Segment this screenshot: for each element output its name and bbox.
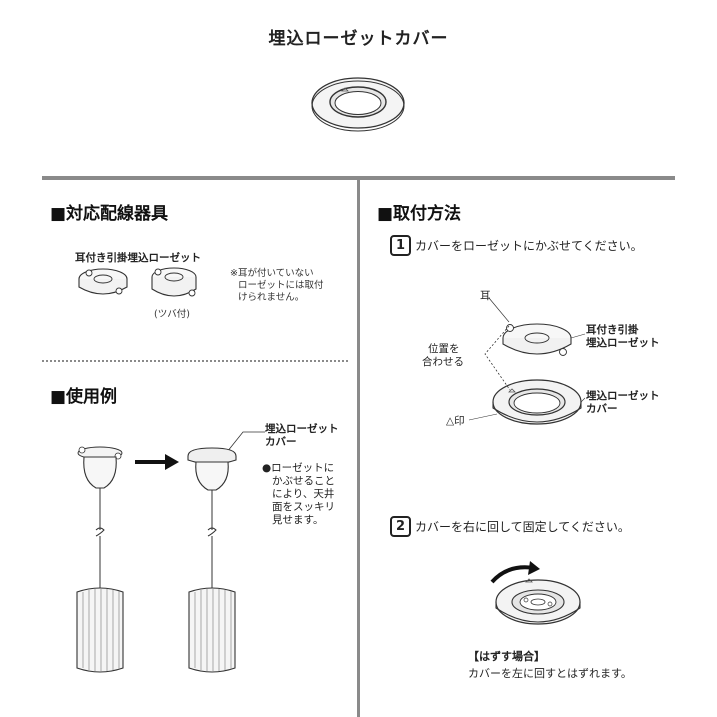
cover-leader-line	[226, 431, 265, 453]
usage-cover-label-2: カバー	[265, 436, 297, 448]
rosette-illustration-1	[78, 268, 128, 295]
cover-product-illustration	[311, 77, 405, 132]
note-line-3: けられません。	[238, 292, 305, 303]
usage-cover-label-1: 埋込ローゼット	[265, 423, 339, 435]
note-line-1: ※耳が付いていない	[230, 268, 314, 279]
dotted-divider	[42, 360, 348, 362]
horizontal-divider	[42, 176, 675, 180]
usage-note-2: かぶせること	[272, 475, 335, 487]
rosette-label-1: 耳付き引掛	[586, 324, 639, 336]
step-1-text: カバーをローゼットにかぶせてください。	[415, 239, 643, 253]
step-1-number: 1	[390, 235, 411, 256]
section-heading-compatible: ■対応配線器具	[50, 204, 169, 224]
pendant-lamp-before	[76, 446, 124, 673]
cover-label-2: カバー	[586, 403, 618, 415]
rosette-label-2: 埋込ローゼット	[586, 337, 660, 349]
step-2: 2 カバーを右に回して固定してください。	[390, 516, 630, 537]
usage-note-3: により、天井	[272, 488, 335, 500]
tsuba-label: (ツバ付)	[154, 309, 190, 320]
section-heading-installation: ■取付方法	[377, 204, 462, 224]
usage-note-4: 面をスッキリ	[272, 501, 335, 513]
cover-label-1: 埋込ローゼット	[586, 390, 660, 402]
vertical-divider	[357, 180, 360, 717]
usage-note-1: ●ローゼットに	[262, 462, 335, 474]
usage-note-5: 見せます。	[272, 514, 324, 526]
step2-rotate-illustration	[490, 561, 581, 625]
page-title: 埋込ローゼットカバー	[268, 29, 449, 49]
triangle-mark-label: △印	[446, 415, 465, 427]
remove-heading: 【はずす場合】	[468, 650, 545, 663]
arrow-right-icon	[135, 454, 179, 470]
align-label-2: 合わせる	[422, 356, 464, 368]
step-2-text: カバーを右に回して固定してください。	[415, 520, 630, 534]
step1-exploded-illustration	[468, 297, 586, 425]
rosette-illustration-2	[151, 267, 197, 297]
device-label: 耳付き引掛埋込ローゼット	[75, 252, 201, 264]
pendant-lamp-after	[187, 447, 237, 673]
note-line-2: ローゼットには取付	[238, 280, 324, 291]
step-1: 1 カバーをローゼットにかぶせてください。	[390, 235, 643, 256]
step-2-number: 2	[390, 516, 411, 537]
ear-label: 耳	[480, 290, 491, 302]
align-label-1: 位置を	[428, 343, 460, 355]
remove-text: カバーを左に回すとはずれます。	[468, 667, 632, 680]
section-heading-usage: ■使用例	[50, 387, 118, 407]
